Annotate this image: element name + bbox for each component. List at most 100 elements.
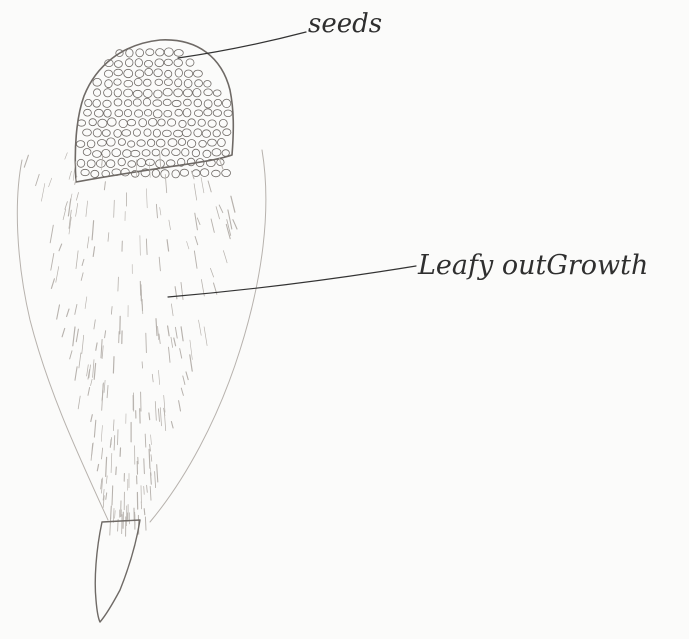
seed-cell: [224, 110, 232, 117]
leafy-outgrowth-label-line: [168, 266, 416, 297]
seed-cell: [200, 169, 208, 177]
seed-cell: [174, 130, 183, 137]
seed-cell: [134, 78, 142, 85]
fiber-stroke: [149, 449, 150, 468]
fiber-stroke: [144, 459, 145, 474]
seed-cell: [128, 161, 136, 168]
seed-cell: [123, 150, 132, 158]
seed-cell: [84, 109, 92, 116]
seed-cell: [106, 160, 115, 168]
fiber-stroke: [183, 376, 185, 385]
fiber-stroke: [147, 189, 148, 208]
fiber-stroke: [211, 219, 214, 232]
seed-cell: [102, 149, 110, 157]
seed-cell: [213, 110, 221, 117]
fiber-stroke: [91, 379, 93, 385]
fiber-stroke: [199, 320, 202, 335]
seed-cell: [124, 100, 131, 107]
fiber-stroke: [56, 267, 59, 283]
fiber-stroke: [175, 327, 177, 338]
fiber-stroke: [94, 363, 95, 379]
seed-cell: [125, 59, 133, 67]
seed-cell: [161, 170, 169, 178]
seed-cell: [174, 59, 183, 67]
seed-cell: [214, 99, 221, 106]
seed-cell: [94, 89, 101, 97]
fiber-stroke: [96, 343, 97, 350]
seed-cell: [204, 89, 213, 96]
fiber-stroke: [181, 282, 183, 299]
fiber-stroke: [79, 353, 81, 368]
seed-cell: [212, 149, 221, 156]
seed-cell: [143, 98, 150, 106]
seed-cell: [184, 99, 192, 106]
fiber-stroke: [156, 319, 157, 336]
seed-cell: [104, 89, 112, 97]
fiber-stroke: [78, 396, 80, 409]
seed-cell: [187, 158, 195, 166]
seed-cell: [198, 119, 205, 126]
seed-cell: [87, 140, 95, 148]
fiber-stroke: [155, 402, 156, 421]
fiber-stroke: [107, 385, 108, 397]
fiber-stroke: [76, 193, 78, 201]
fiber-stroke: [152, 374, 153, 382]
seed-cell: [124, 69, 133, 77]
fiber-stroke: [174, 338, 176, 346]
seed-cell: [188, 119, 195, 126]
seed-cell: [179, 120, 186, 127]
seed-cell: [204, 100, 212, 108]
seed-cell: [94, 109, 103, 117]
fiber-stroke: [67, 309, 69, 316]
fiber-stroke: [24, 155, 28, 167]
fiber-stroke: [70, 351, 72, 359]
fiber-stroke: [181, 327, 183, 341]
fiber-stroke: [50, 225, 53, 243]
seed-cell: [139, 119, 147, 127]
seed-cell: [223, 129, 231, 136]
fiber-stroke: [179, 401, 181, 411]
fiber-stroke: [41, 184, 44, 202]
fiber-stroke: [113, 508, 114, 522]
seed-cell: [146, 159, 155, 166]
fiber-stroke: [82, 335, 84, 354]
fiber-stroke: [168, 326, 170, 336]
fiber-stroke: [76, 329, 78, 342]
fiber-stroke: [187, 241, 189, 249]
seed-cell: [172, 149, 181, 156]
fiber-stroke: [111, 307, 112, 315]
seed-cell: [133, 99, 141, 106]
fiber-stroke: [73, 327, 75, 346]
seed-cell: [174, 50, 183, 57]
seed-cell: [182, 149, 189, 157]
seed-cell: [168, 139, 177, 147]
fiber-stroke: [201, 178, 204, 193]
fiber-stroke: [94, 320, 95, 329]
seed-cell: [114, 79, 121, 85]
fiber-stroke: [223, 251, 227, 263]
seed-cell: [172, 170, 180, 178]
fiber-stroke: [169, 347, 171, 362]
fiber-stroke: [186, 372, 188, 380]
fiber-stroke: [113, 420, 114, 431]
seed-cell: [164, 110, 172, 117]
fiber-stroke: [69, 171, 71, 179]
fiber-stroke: [144, 509, 145, 515]
fiber-stroke: [65, 202, 68, 210]
seed-cell: [137, 140, 145, 147]
seed-cell: [183, 109, 191, 117]
fiber-stroke: [149, 163, 150, 178]
seed-cell: [164, 79, 172, 86]
seed-cell: [91, 170, 99, 177]
seed-cell: [186, 59, 194, 66]
seed-cell: [184, 70, 192, 77]
seed-cell: [128, 141, 135, 147]
fiber-stroke: [204, 327, 207, 346]
seed-cell: [183, 89, 192, 97]
fiber-stroke: [158, 326, 159, 339]
leafy-outgrowth-left-edge: [17, 160, 108, 520]
seed-cell: [93, 78, 102, 86]
seed-cell: [93, 99, 101, 107]
seed-cell: [158, 119, 165, 126]
seed-cell: [126, 49, 133, 57]
